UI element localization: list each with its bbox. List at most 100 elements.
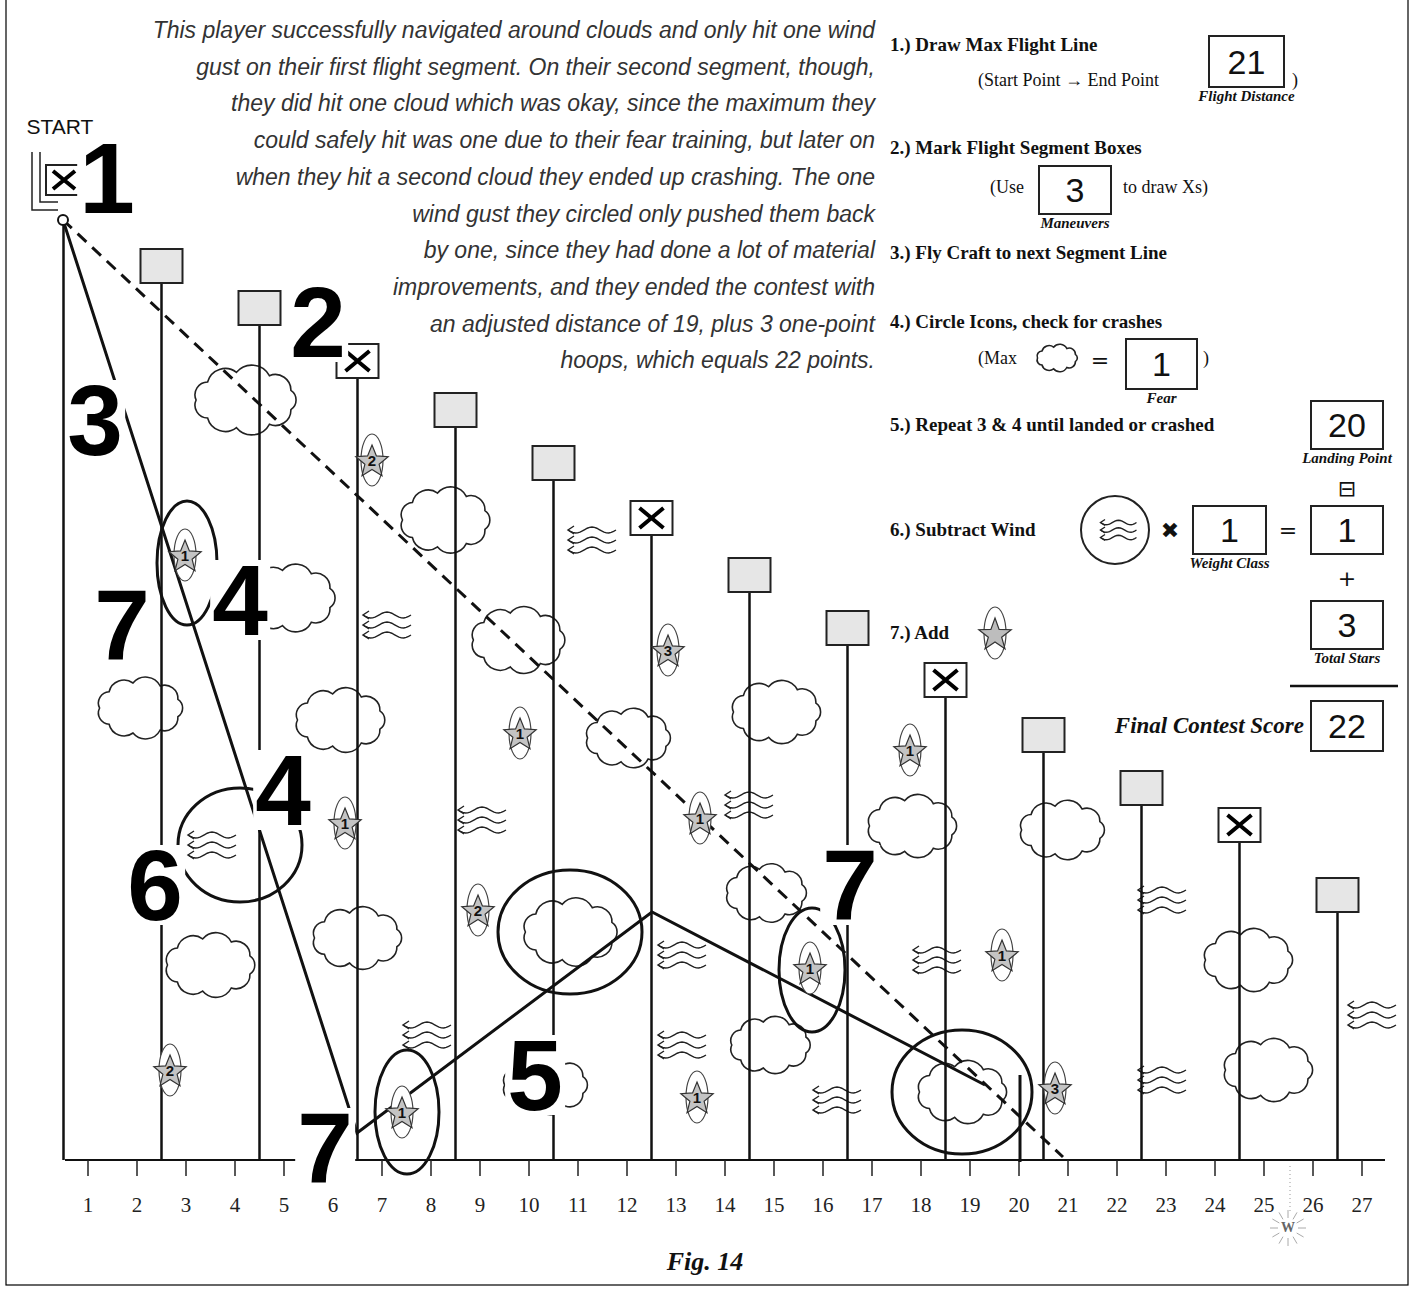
wind-icon	[458, 806, 506, 834]
circle-mark	[157, 501, 217, 625]
tick	[871, 1160, 873, 1176]
wind-arrowhead	[913, 956, 919, 964]
star-value: 1	[906, 743, 914, 758]
star-value: 1	[696, 811, 704, 826]
box-value: 3	[1066, 173, 1085, 207]
wind-line	[1101, 528, 1137, 532]
wind-arrowhead	[568, 546, 574, 554]
cloud-icon	[166, 933, 255, 998]
distance-number: 20	[1009, 1193, 1030, 1218]
tick	[1018, 1160, 1020, 1176]
segment-line	[258, 325, 261, 1160]
start-label: START	[27, 115, 94, 139]
watermark: W	[1281, 1220, 1295, 1236]
wind-line	[568, 547, 616, 553]
wind-arrowhead	[1101, 535, 1106, 541]
star-hoop: 1	[167, 527, 203, 583]
wind-arrowhead	[725, 801, 731, 809]
star-value: 1	[341, 816, 349, 831]
wind-line	[363, 622, 411, 628]
star-hoop: 3	[650, 622, 686, 678]
star-hoop: 1	[682, 790, 718, 846]
wind-line	[813, 1107, 861, 1113]
cloud-icon	[587, 708, 671, 768]
star	[356, 445, 388, 476]
star-hoop: 2	[460, 882, 496, 938]
wind-arrowhead	[188, 831, 194, 839]
wind-line	[1101, 535, 1137, 539]
operator-symbol: =	[1091, 348, 1109, 373]
wind-line	[363, 612, 411, 618]
box-value: 1	[1338, 513, 1357, 547]
distance-number: 27	[1352, 1193, 1373, 1218]
cloud-icon	[918, 1060, 1006, 1123]
wind-line	[658, 952, 706, 958]
clouds	[98, 344, 1312, 1123]
tick	[1067, 1160, 1069, 1176]
distance-number: 21	[1058, 1193, 1079, 1218]
callout-number: 4	[253, 750, 313, 830]
wind-line	[658, 1052, 706, 1058]
dotted-line	[1290, 1166, 1291, 1212]
star-value: 1	[998, 948, 1006, 963]
star	[329, 808, 361, 839]
step-text: 3.) Fly Craft to next Segment Line	[890, 242, 1167, 264]
wind-line	[1138, 1067, 1186, 1073]
box-caption: Weight Class	[1189, 555, 1269, 572]
star-hoop: 1	[327, 795, 363, 851]
wind-line	[188, 852, 236, 858]
burst-ray	[1288, 1210, 1289, 1218]
tick	[136, 1160, 138, 1176]
segment-box	[729, 558, 771, 592]
box-caption: Maneuvers	[1040, 215, 1109, 232]
star-value: 1	[398, 1105, 406, 1120]
wind-arrowhead	[363, 631, 369, 639]
tick	[920, 1160, 922, 1176]
tick	[430, 1160, 432, 1176]
wind-line	[1138, 1087, 1186, 1093]
distance-number: 25	[1254, 1193, 1275, 1218]
wind-arrowhead	[403, 1021, 409, 1029]
distance-number: 9	[475, 1193, 486, 1218]
segment-line	[1336, 912, 1339, 1160]
wind-arrowhead	[813, 1096, 819, 1104]
wind-line	[1101, 520, 1137, 524]
star	[504, 718, 536, 749]
step-text: to draw Xs)	[1123, 177, 1208, 198]
circled-icons	[157, 501, 1032, 1174]
segment-line	[748, 592, 751, 1160]
star-hoop: 1	[892, 722, 928, 778]
wind-line	[658, 962, 706, 968]
box-value: 3	[1338, 608, 1357, 642]
wind-arrowhead	[658, 1051, 664, 1059]
distance-number: 13	[666, 1193, 687, 1218]
wind-line	[913, 957, 961, 963]
wind-arrowhead	[725, 811, 731, 819]
cloud-icon	[401, 487, 490, 553]
wind-arrowhead	[658, 951, 664, 959]
wind-line	[188, 832, 236, 838]
wind-arrowhead	[1348, 1011, 1354, 1019]
segment-line	[1238, 842, 1241, 1160]
score-box: 1Weight Class	[1192, 505, 1267, 555]
wind-line	[913, 967, 961, 973]
star-value: 1	[181, 548, 189, 563]
wind-line	[1138, 907, 1186, 913]
step-text: (Max	[978, 348, 1017, 369]
segment-line	[62, 220, 65, 1160]
segment-box-marked	[925, 663, 967, 697]
box-value: 1	[1152, 347, 1171, 381]
wind-icon	[363, 611, 411, 639]
star	[652, 635, 684, 666]
axis-ticks	[88, 1160, 1362, 1176]
box-value: 1	[1220, 513, 1239, 547]
cloud-icon	[524, 898, 617, 966]
wind-line	[458, 827, 506, 833]
wind-line	[1138, 1077, 1186, 1083]
cloud-icon	[1021, 800, 1105, 860]
burst-ray	[1293, 1212, 1297, 1219]
box-caption: Final Contest Score	[1115, 713, 1304, 739]
burst-ray	[1272, 1233, 1279, 1237]
segment-box-marked	[1219, 808, 1261, 842]
segment-line	[454, 427, 457, 1160]
